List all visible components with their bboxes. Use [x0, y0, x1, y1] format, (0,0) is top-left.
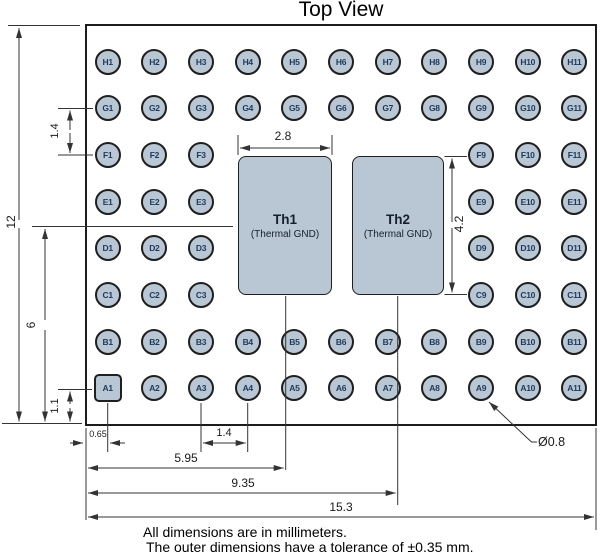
pad-a2: A2	[141, 375, 168, 402]
pad-b4: B4	[234, 328, 261, 355]
thermal-pad-th1-subtitle: (Thermal GND)	[250, 228, 320, 240]
dim-pad-diameter-label: Ø0.8	[538, 435, 566, 449]
pad-a4: A4	[234, 375, 261, 402]
thermal-pad-th2-name: Th2	[385, 211, 410, 227]
pad-g9: G9	[468, 95, 495, 122]
pad-f9: F9	[468, 142, 495, 169]
pad-h4: H4	[234, 48, 261, 75]
pad-h1: H1	[94, 48, 121, 75]
pad-h7: H7	[374, 48, 401, 75]
pad-e2: E2	[141, 188, 168, 215]
pad-h6: H6	[328, 48, 355, 75]
pad-f11: F11	[561, 142, 588, 169]
footer-note-units: All dimensions are in millimeters.	[143, 524, 347, 540]
pad-h5: H5	[281, 48, 308, 75]
pad-d2: D2	[141, 235, 168, 262]
pad-f1: F1	[94, 142, 121, 169]
pad-g2: G2	[141, 95, 168, 122]
pad-d9: D9	[468, 235, 495, 262]
pad-d1: D1	[94, 235, 121, 262]
thermal-pad-th1: Th1 (Thermal GND)	[238, 156, 332, 295]
pad-a8: A8	[421, 375, 448, 402]
dim-row-pitch-label: 1.4	[49, 123, 61, 139]
pad-b8: B8	[421, 328, 448, 355]
pad-g11: G11	[561, 95, 588, 122]
dim-col-pitch-label: 1.4	[216, 427, 232, 439]
pad-g5: G5	[281, 95, 308, 122]
pad-h2: H2	[141, 48, 168, 75]
pad-a3: A3	[188, 375, 215, 402]
pad-e10: E10	[514, 188, 541, 215]
thermal-pad-th1-name: Th1	[272, 211, 297, 227]
pad-e3: E3	[188, 188, 215, 215]
pad-a9: A9	[468, 375, 495, 402]
pad-g4: G4	[234, 95, 261, 122]
pad-f3: F3	[188, 142, 215, 169]
pad-h11: H11	[561, 48, 588, 75]
pad-f10: F10	[514, 142, 541, 169]
pad-b1: B1	[94, 328, 121, 355]
pad-a11: A11	[561, 375, 588, 402]
pad-b10: B10	[514, 328, 541, 355]
dim-thermal-height-label: 4.2	[452, 215, 466, 233]
thermal-pad-th2: Th2 (Thermal GND)	[352, 156, 444, 295]
pad-g1: G1	[94, 95, 121, 122]
pad-a7: A7	[374, 375, 401, 402]
pad-b2: B2	[141, 328, 168, 355]
pad-b7: B7	[374, 328, 401, 355]
pad-c9: C9	[468, 282, 495, 309]
pad-c1: C1	[94, 282, 121, 309]
pad-g8: G8	[421, 95, 448, 122]
pad-a1: A1	[93, 374, 122, 403]
dim-th1-center-label: 5.95	[174, 451, 198, 465]
pad-h3: H3	[188, 48, 215, 75]
pad-h9: H9	[468, 48, 495, 75]
pad-h8: H8	[421, 48, 448, 75]
pad-e1: E1	[94, 188, 121, 215]
pad-g6: G6	[328, 95, 355, 122]
pad-c3: C3	[188, 282, 215, 309]
pad-c11: C11	[561, 282, 588, 309]
pad-a10: A10	[514, 375, 541, 402]
dim-corner-col-offset-label: 0.65	[89, 429, 107, 439]
footer-note-tolerance: The outer dimensions have a tolerance of…	[146, 539, 474, 555]
pad-h10: H10	[514, 48, 541, 75]
thermal-pad-th2-subtitle: (Thermal GND)	[363, 228, 433, 240]
pad-e9: E9	[468, 188, 495, 215]
pad-g10: G10	[514, 95, 541, 122]
pad-g7: G7	[374, 95, 401, 122]
dim-corner-row-offset-label: 1.1	[49, 398, 61, 414]
pad-b9: B9	[468, 328, 495, 355]
pad-d10: D10	[514, 235, 541, 262]
pad-e11: E11	[561, 188, 588, 215]
pad-d3: D3	[188, 235, 215, 262]
pad-a6: A6	[328, 375, 355, 402]
dim-half-height-label: 6	[24, 321, 38, 329]
pad-b6: B6	[328, 328, 355, 355]
pad-c2: C2	[141, 282, 168, 309]
pad-g3: G3	[188, 95, 215, 122]
pad-b5: B5	[281, 328, 308, 355]
pad-d11: D11	[561, 235, 588, 262]
pad-f2: F2	[141, 142, 168, 169]
diagram-title: Top View	[298, 0, 384, 21]
dim-thermal-width-label: 2.8	[274, 129, 292, 143]
pad-c10: C10	[514, 282, 541, 309]
dim-overall-width-label: 15.3	[329, 500, 353, 514]
package-outline	[85, 24, 597, 426]
dim-overall-height-label: 12	[4, 215, 18, 229]
pad-b11: B11	[561, 328, 588, 355]
dim-th2-center-label: 9.35	[231, 476, 255, 490]
pad-b3: B3	[188, 328, 215, 355]
